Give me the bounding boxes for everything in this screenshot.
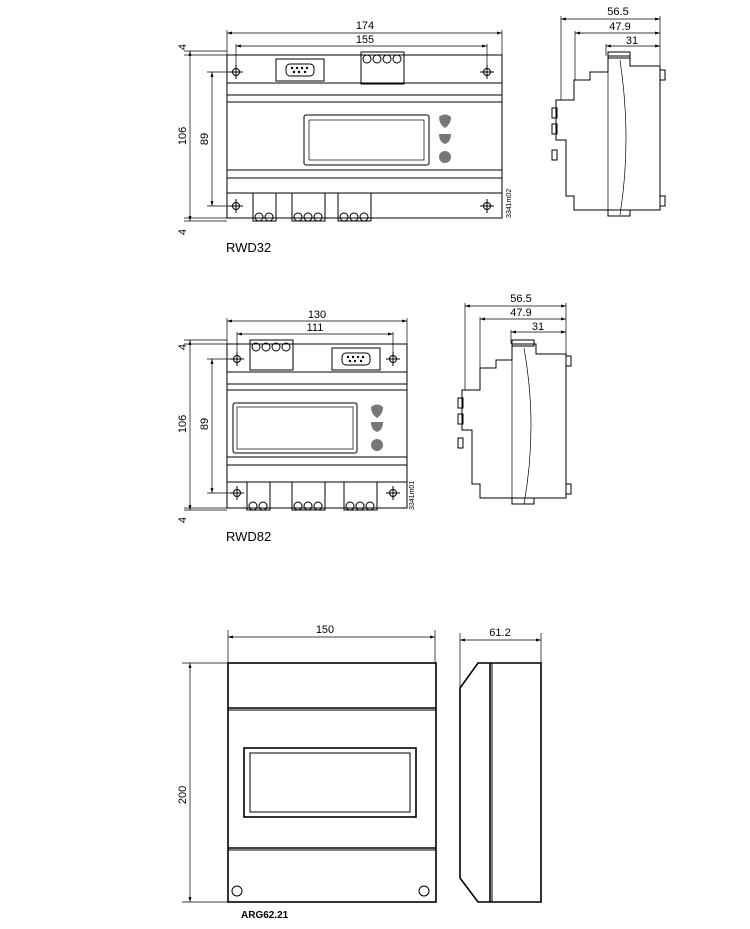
rwd32-depth-mid: 47.9 xyxy=(609,21,630,33)
rwd82-width-holes: 111 xyxy=(307,322,324,334)
arg62-depth: 61.2 xyxy=(489,627,510,639)
arg62-caption: ARG62.21 xyxy=(241,910,289,921)
rwd32-depth-overall: 56.5 xyxy=(607,6,628,18)
rwd32-side-view: 56.5 47.9 31 xyxy=(551,6,666,217)
rwd32-offset-top: 4 xyxy=(177,44,189,50)
down-button-icon xyxy=(439,134,451,144)
rwd82-drawing-number: 3341m01 xyxy=(409,481,416,510)
rwd32-height-overall: 106 xyxy=(177,127,189,145)
rwd32-height-holes: 89 xyxy=(199,133,211,145)
rwd82-height-overall: 106 xyxy=(177,415,189,433)
arg62-side-view: 61.2 xyxy=(459,627,542,903)
rwd32-front-view: 174 155 106 89 4 4 3341m02 RWD32 xyxy=(177,20,513,255)
arg62-front-view: 150 200 ARG62.21 xyxy=(177,624,437,921)
rwd82-depth-mid: 47.9 xyxy=(510,307,531,319)
arg62-height: 200 xyxy=(177,786,189,804)
rwd82-side-view: 56.5 47.9 31 xyxy=(457,293,572,505)
rwd82-front-view: 130 111 106 89 4 4 3341m01 RWD82 xyxy=(177,309,416,544)
rwd32-width-overall: 174 xyxy=(356,20,374,32)
ok-button-icon xyxy=(439,151,451,163)
rwd32-drawing-number: 3341m02 xyxy=(506,189,513,218)
arg62-width: 150 xyxy=(316,624,334,636)
rwd82-width-overall: 130 xyxy=(308,309,326,321)
rwd82-height-holes: 89 xyxy=(199,418,211,430)
rwd82-offset-bottom: 4 xyxy=(177,517,189,523)
rwd32-caption: RWD32 xyxy=(226,240,271,255)
rwd32-offset-bottom: 4 xyxy=(177,229,189,235)
rwd82-caption: RWD82 xyxy=(226,529,271,544)
rwd82-depth-rail: 31 xyxy=(532,321,544,333)
up-button-icon xyxy=(439,114,451,128)
rwd32-depth-rail: 31 xyxy=(626,35,638,47)
rwd82-depth-overall: 56.5 xyxy=(510,293,531,305)
rwd32-width-holes: 155 xyxy=(356,34,374,46)
rwd82-offset-top: 4 xyxy=(177,344,189,350)
